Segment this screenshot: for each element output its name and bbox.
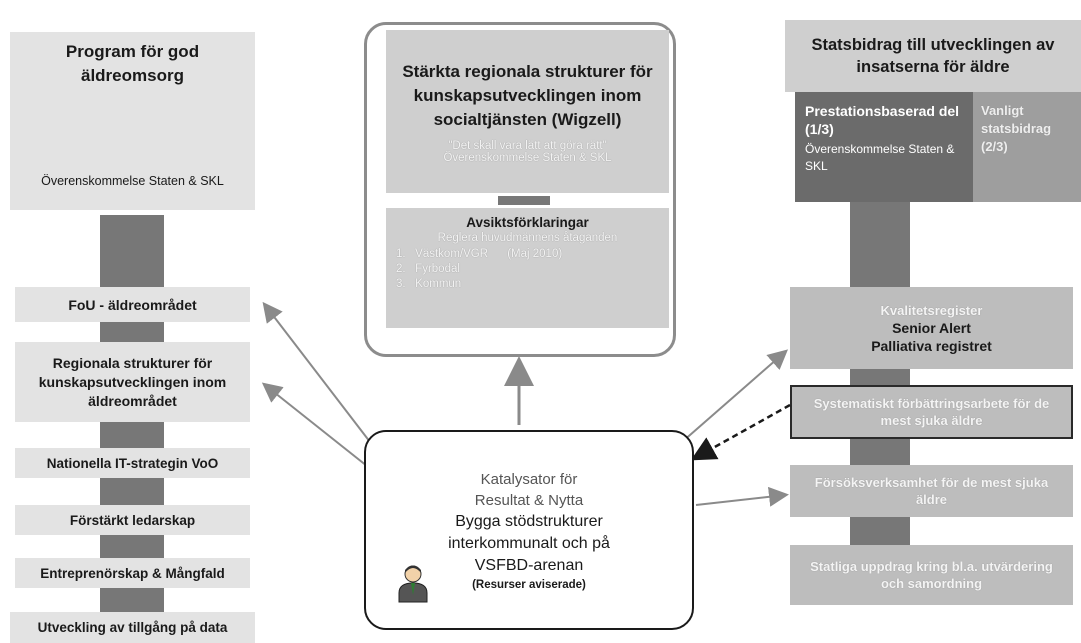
middle-intent-box: Avsiktsförklaringar Reglera huvudmännens…	[386, 208, 669, 328]
systematic-text: Systematiskt förbättringsarbete för de m…	[813, 396, 1050, 428]
systematic-box: Systematiskt förbättringsarbete för de m…	[790, 385, 1073, 439]
left-item-data: Utveckling av tillgång på data	[10, 612, 255, 643]
middle-title: Stärkta regionala strukturer för kunskap…	[402, 61, 653, 129]
performance-sub: Överenskommelse Staten & SKL	[805, 142, 955, 173]
left-item-entrepreneurship: Entreprenörskap & Mångfald	[15, 558, 250, 588]
regular-grant-box: Vanligt statsbidrag (2/3)	[973, 92, 1081, 202]
person-icon	[398, 565, 428, 603]
right-title-box: Statsbidrag till utvecklingen av insatse…	[785, 20, 1081, 92]
left-item-regional: Regionala strukturer för kunskapsutveckl…	[15, 342, 250, 422]
catalyst-line-2: Resultat & Nytta	[474, 492, 584, 509]
left-title-box: Program för god äldreomsorg	[10, 32, 255, 152]
intent-subtitle: Reglera huvudmännens åtaganden	[437, 232, 618, 244]
register-3: Palliativa registret	[871, 337, 992, 354]
arrow-to-trial	[695, 486, 789, 507]
middle-connector-bar	[498, 196, 550, 205]
performance-title: Prestationsbaserad del (1/3)	[805, 103, 960, 137]
trial-text: Försöksverksamhet för de mest sjuka äldr…	[814, 475, 1049, 507]
left-agreement-box: Överenskommelse Staten & SKL	[10, 152, 255, 210]
intent-item-3: 3. Kommun	[396, 278, 462, 290]
intent-item-2: 2. Fyrbodal	[396, 263, 460, 275]
state-box: Statliga uppdrag kring bl.a. utvärdering…	[790, 545, 1073, 605]
trial-box: Försöksverksamhet för de mest sjuka äldr…	[790, 465, 1073, 517]
left-agreement: Överenskommelse Staten & SKL	[41, 174, 224, 188]
right-title: Statsbidrag till utvecklingen av insatse…	[811, 36, 1055, 76]
arrow-from-systematic	[690, 403, 791, 461]
registers-box: Kvalitetsregister Senior Alert Palliativ…	[790, 287, 1073, 369]
middle-quote: "Det skall vara lätt att göra rätt"	[448, 139, 607, 152]
catalyst-box: Katalysator för Resultat & Nytta Bygga s…	[364, 430, 694, 630]
register-2: Senior Alert	[892, 319, 971, 336]
catalyst-line-4: interkommunalt och på	[448, 535, 610, 552]
register-1: Kvalitetsregister	[880, 302, 983, 318]
arrow-to-fou	[262, 301, 381, 456]
middle-title-box: Stärkta regionala strukturer för kunskap…	[386, 30, 669, 193]
performance-box: Prestationsbaserad del (1/3) Överenskomm…	[795, 92, 973, 202]
catalyst-line-3: Bygga stödstrukturer	[455, 513, 603, 530]
arrow-to-regional	[261, 382, 373, 471]
intent-title: Avsiktsförklaringar	[466, 215, 589, 230]
state-text: Statliga uppdrag kring bl.a. utvärdering…	[810, 559, 1053, 591]
catalyst-line-1: Katalysator för	[480, 471, 578, 488]
regular-grant: Vanligt statsbidrag (2/3)	[981, 103, 1052, 154]
arrow-to-registers	[681, 349, 789, 443]
middle-agreement: Överenskommelse Staten & SKL	[443, 151, 612, 164]
catalyst-line-5: VSFBD-arenan	[474, 557, 584, 574]
catalyst-note: (Resurser aviserade)	[472, 579, 586, 591]
left-title: Program för god äldreomsorg	[65, 42, 200, 85]
left-item-it: Nationella IT-strategin VoO	[15, 448, 250, 478]
intent-item-1: 1. Västkom/VGR (Maj 2010)	[396, 248, 563, 260]
left-item-leadership: Förstärkt ledarskap	[15, 505, 250, 535]
left-item-fou: FoU - äldreområdet	[15, 287, 250, 322]
